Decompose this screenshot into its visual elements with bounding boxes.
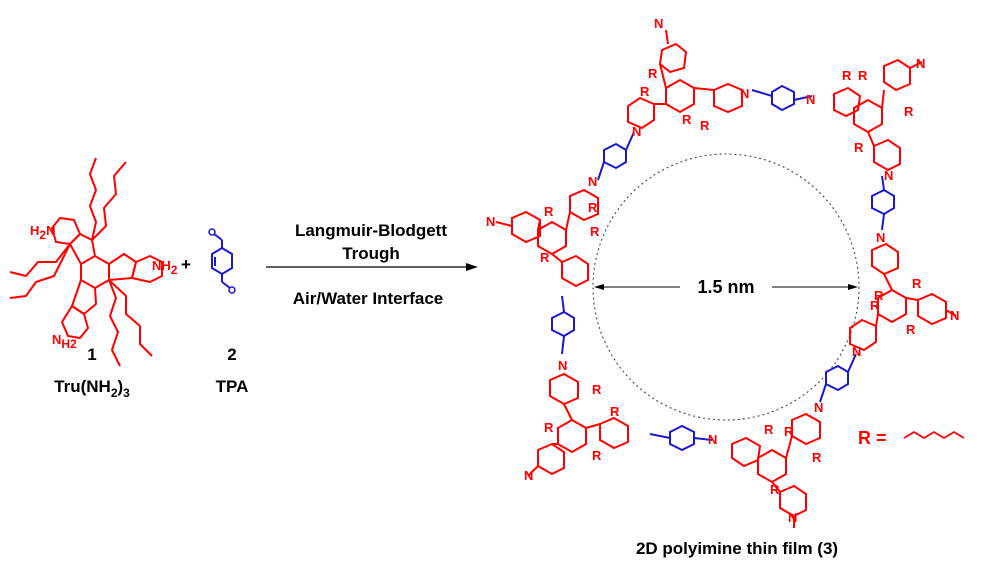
product-substituent-labels: R R R R R R R R R R R R R R R R R R R R … xyxy=(540,66,922,497)
amine-right: NH2 xyxy=(152,258,178,277)
truxene-node-bottom-left xyxy=(527,372,629,477)
svg-text:R: R xyxy=(906,322,916,337)
hexyl-chain-icon xyxy=(903,430,965,440)
linker-right-bottom xyxy=(819,353,857,403)
svg-text:R: R xyxy=(912,276,922,291)
svg-text:R: R xyxy=(904,104,914,119)
pore-size-label: 1.5 nm xyxy=(697,277,754,297)
product-caption: 2D polyimine thin film (3) xyxy=(636,539,838,558)
condition-line1: Langmuir-Blodgett xyxy=(295,221,447,240)
amine-bottom: NH2 xyxy=(52,332,77,351)
monomer1-number: 1 xyxy=(87,345,96,364)
svg-text:R: R xyxy=(592,448,602,463)
svg-text:R: R xyxy=(874,288,884,303)
svg-text:R: R xyxy=(640,84,650,99)
svg-text:N: N xyxy=(632,124,641,139)
linker-top-left xyxy=(597,131,635,181)
svg-text:R: R xyxy=(610,404,620,419)
svg-text:R: R xyxy=(784,424,794,439)
svg-text:R: R xyxy=(682,112,692,127)
linker-right-top xyxy=(871,175,895,231)
svg-text:N: N xyxy=(950,308,959,323)
svg-text:R: R xyxy=(700,118,710,133)
truxene-node-top xyxy=(627,29,743,130)
svg-text:N: N xyxy=(876,230,885,245)
svg-text:R: R xyxy=(854,140,864,155)
monomer2-number: 2 xyxy=(227,345,236,364)
aldehyde-o-bottom-icon xyxy=(228,286,236,294)
linker-top xyxy=(751,84,813,112)
svg-text:R: R xyxy=(870,298,880,313)
svg-text:N: N xyxy=(884,168,893,183)
svg-text:R: R xyxy=(590,224,600,239)
dashed-circle-icon xyxy=(592,153,860,421)
svg-text:R: R xyxy=(812,450,822,465)
amine-top-left: H2N xyxy=(30,223,55,242)
pore-diameter-arrow xyxy=(594,284,858,290)
truxene-node-left xyxy=(495,188,599,288)
condition-below: Air/Water Interface xyxy=(293,289,444,308)
svg-text:R: R xyxy=(540,250,550,265)
truxene-node-top-right xyxy=(833,58,923,172)
svg-text:R: R xyxy=(764,422,774,437)
svg-text:R: R xyxy=(842,68,852,83)
product-imine-n-labels: N N N N N N N N N N N N N N N N xyxy=(486,16,959,525)
tpa-monomer xyxy=(211,233,233,289)
svg-text:N: N xyxy=(588,174,597,189)
monomer2-name: TPA xyxy=(216,377,249,396)
svg-text:R: R xyxy=(544,420,554,435)
svg-text:R: R xyxy=(588,200,598,215)
svg-text:N: N xyxy=(806,92,815,107)
svg-text:N: N xyxy=(814,400,823,415)
svg-text:N: N xyxy=(788,510,797,525)
svg-text:N: N xyxy=(524,468,533,483)
svg-text:R: R xyxy=(544,204,554,219)
truxene-node-bottom-right xyxy=(731,412,821,528)
svg-text:N: N xyxy=(708,432,717,447)
truxene-node-right xyxy=(849,242,957,352)
monomer1-name: Tru(NH2)3 xyxy=(54,377,130,400)
svg-text:N: N xyxy=(740,86,749,101)
svg-text:R: R xyxy=(648,66,658,81)
plus-sign: + xyxy=(181,255,191,274)
svg-text:N: N xyxy=(654,16,663,31)
svg-text:R: R xyxy=(858,68,868,83)
truxene-monomer xyxy=(9,157,163,367)
svg-text:N: N xyxy=(558,358,567,373)
reaction-arrow-icon xyxy=(266,263,478,271)
svg-text:N: N xyxy=(852,344,861,359)
svg-text:N: N xyxy=(916,56,925,71)
svg-text:R: R xyxy=(592,382,602,397)
linker-left xyxy=(551,295,575,355)
svg-text:R: R xyxy=(770,482,780,497)
r-legend-label: R = xyxy=(858,428,887,448)
condition-line2: Trough xyxy=(342,244,400,263)
linker-bottom xyxy=(649,424,713,452)
aldehyde-o-top-icon xyxy=(208,228,216,236)
svg-text:N: N xyxy=(486,214,495,229)
